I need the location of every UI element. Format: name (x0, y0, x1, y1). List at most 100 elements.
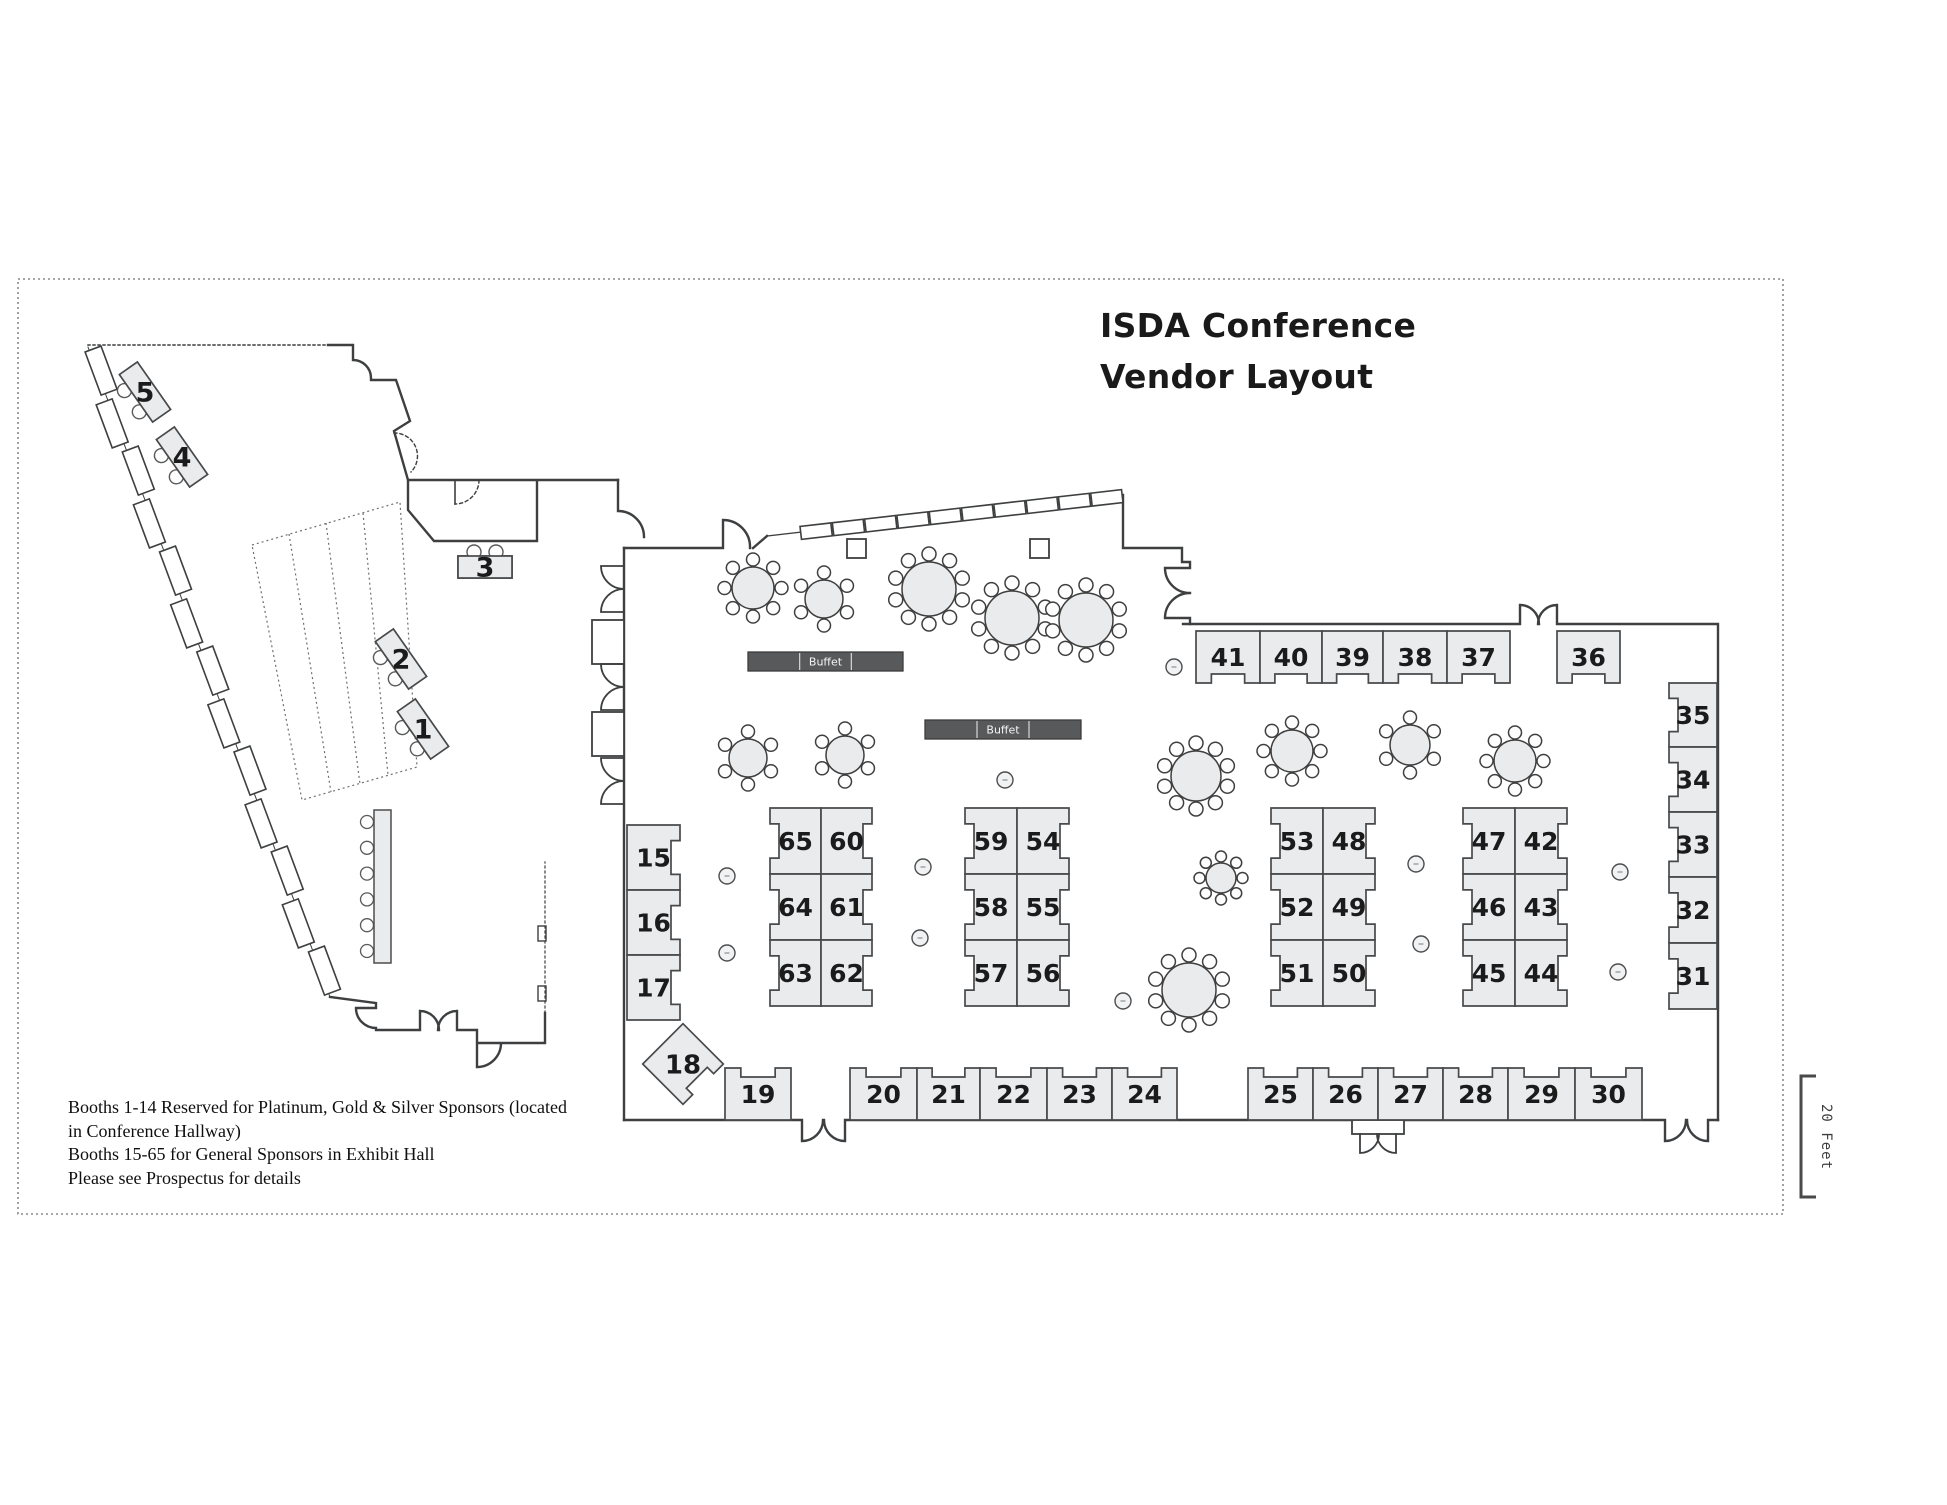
dining-table (1479, 725, 1551, 797)
window-segment (896, 510, 931, 530)
booth-51: 51 (1270, 939, 1324, 1007)
table-top (984, 590, 1040, 646)
booth-number: 33 (1676, 831, 1711, 860)
booth-50: 50 (1322, 939, 1376, 1007)
booth-number: 59 (974, 827, 1009, 856)
door-vestibule-bottom (1351, 1119, 1405, 1135)
table-top (1170, 750, 1222, 802)
chair (1201, 1010, 1218, 1027)
window-segment (1089, 488, 1124, 507)
dining-table (1044, 577, 1128, 663)
chair (970, 621, 987, 637)
buffet-table: Buffet (924, 719, 1082, 740)
chair (763, 764, 779, 779)
booth-18: 18 (641, 1022, 725, 1106)
booth-40: 40 (1259, 630, 1323, 684)
booth-outline (1111, 1067, 1178, 1121)
page-title: ISDA Conference Vendor Layout (1100, 300, 1416, 402)
booth-number: 38 (1398, 643, 1433, 672)
window-segment (158, 545, 193, 597)
chair (1057, 583, 1074, 600)
booth-number: 15 (636, 844, 671, 873)
booth-number: 60 (829, 827, 864, 856)
legend-notes: Booths 1-14 Reserved for Platinum, Gold … (68, 1096, 567, 1190)
chair (1284, 715, 1300, 730)
booth-number: 17 (636, 974, 671, 1003)
booth-outline (1668, 746, 1718, 813)
chair (983, 638, 1000, 655)
chair (1111, 601, 1128, 617)
chair (740, 724, 756, 739)
chair (725, 560, 741, 576)
chair (839, 605, 855, 620)
booth-44: 44 (1514, 939, 1568, 1007)
chair (1264, 763, 1280, 779)
booth-number: 62 (829, 959, 864, 988)
stool (359, 892, 375, 907)
door-box-west-1 (591, 619, 625, 665)
booth-22: 22 (979, 1067, 1048, 1121)
booth-number: 22 (996, 1080, 1031, 1109)
window-segment (232, 745, 267, 797)
buffet-rect (924, 719, 1082, 740)
booth-59: 59 (964, 807, 1018, 875)
chair (1057, 640, 1074, 657)
booth-outline (457, 555, 513, 579)
dining-table (1256, 715, 1328, 787)
booth-26: 26 (1312, 1067, 1379, 1121)
booth-number: 36 (1571, 643, 1606, 672)
booth-number: 37 (1461, 643, 1496, 672)
chair (1219, 758, 1236, 774)
booth-57: 57 (964, 939, 1018, 1007)
chair (1156, 778, 1173, 794)
booth-34: 34 (1668, 746, 1718, 813)
wall-notch-2 (537, 985, 547, 1002)
escalator-lines (288, 512, 389, 793)
window-segment (169, 597, 204, 649)
chair (816, 565, 832, 580)
note-line-2: in Conference Hallway) (68, 1120, 241, 1141)
chair (1078, 647, 1094, 663)
chair (793, 578, 809, 593)
booth-1: 1 (394, 697, 450, 761)
booth-number: 30 (1591, 1080, 1626, 1109)
chair (1402, 710, 1418, 725)
window-segment (281, 897, 316, 949)
chair (816, 618, 832, 633)
chair (1214, 971, 1231, 987)
booth-61: 61 (820, 873, 873, 941)
booth-number: 25 (1263, 1080, 1298, 1109)
booth-number: 51 (1280, 959, 1315, 988)
dining-table (717, 552, 789, 624)
chair (1536, 753, 1551, 769)
chair (921, 616, 937, 632)
booth-45: 45 (1462, 939, 1516, 1007)
chair (745, 552, 761, 567)
booth-number: 3 (476, 553, 495, 584)
booth-number: 19 (741, 1080, 776, 1109)
booth-number: 54 (1026, 827, 1061, 856)
booth-number: 16 (636, 909, 671, 938)
booth-21: 21 (916, 1067, 981, 1121)
booth-outline (1322, 939, 1376, 1007)
buffet-rect (747, 651, 904, 672)
cocktail-table (1609, 963, 1627, 981)
dining-table (814, 721, 876, 789)
chair (793, 605, 809, 620)
booth-number: 65 (778, 827, 813, 856)
escalator-line (325, 522, 361, 785)
booth-number: 4 (173, 443, 192, 474)
chair (1168, 741, 1185, 758)
dining-table (887, 546, 971, 632)
chair (1044, 623, 1061, 639)
door-arc-reception (454, 479, 480, 505)
chair (1044, 601, 1061, 617)
chair (1156, 758, 1173, 774)
chair (970, 599, 987, 615)
dining-table (1156, 735, 1236, 817)
chair (1402, 765, 1418, 780)
dining-table (717, 724, 779, 792)
chair (1098, 640, 1115, 657)
chair (763, 737, 779, 752)
